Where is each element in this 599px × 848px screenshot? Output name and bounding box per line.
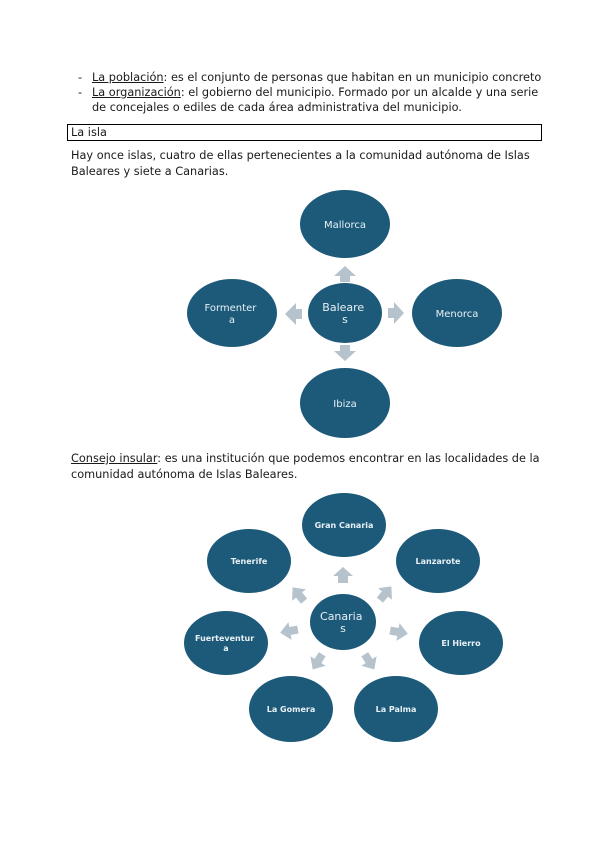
bullet-term: La población: [92, 71, 164, 84]
diagram-canarias: Canaria s Gran Canaria Lanzarote El Hier…: [184, 493, 503, 742]
arrow-up: [334, 266, 356, 282]
node-menorca: [412, 279, 502, 347]
paragraph-islas: Hay once islas, cuatro de ellas pertenec…: [71, 149, 530, 178]
node-lanzarote: [396, 529, 480, 593]
node-ibiza: [300, 368, 390, 438]
bullet-text: : es el conjunto de personas que habitan…: [163, 71, 542, 84]
arrow-to-el-hierro: [389, 623, 408, 641]
node-baleares-center: [308, 283, 382, 343]
paragraph-consejo-insular: Consejo insular: es una institución que …: [71, 451, 541, 483]
arrow-to-tenerife: [292, 587, 308, 604]
label-baleares-center: Baleare s: [322, 301, 367, 326]
bullet-term: La organización: [92, 86, 181, 99]
label-lanzarote: Lanzarote: [416, 557, 462, 566]
node-canarias-center: [310, 594, 376, 650]
arrow-down: [334, 345, 356, 361]
section-heading: La isla: [67, 124, 542, 141]
arrow-to-fuerteventura: [280, 622, 299, 640]
label-mallorca: Mallorca: [324, 220, 366, 231]
diagram-baleares: Baleare s Mallorca Menorca Ibiza Forment…: [187, 190, 502, 438]
node-tenerife: [207, 529, 291, 593]
arrow-to-la-palma: [361, 652, 377, 670]
node-mallorca: [300, 190, 390, 258]
node-fuerteventura: [184, 611, 268, 675]
label-tenerife: Tenerife: [231, 557, 268, 566]
bullet-organizacion: - La organización: el gobierno del munic…: [78, 85, 548, 115]
arrow-right: [388, 302, 404, 324]
arrow-to-la-gomera: [310, 652, 326, 670]
node-el-hierro: [419, 611, 503, 675]
label-menorca: Menorca: [436, 309, 479, 320]
node-la-palma: [354, 676, 438, 742]
bullet-poblacion: - La población: es el conjunto de person…: [78, 70, 548, 85]
node-gran-canaria: [302, 493, 386, 557]
bullet-list: - La población: es el conjunto de person…: [78, 70, 548, 115]
arrow-left: [285, 303, 302, 325]
label-la-gomera: La Gomera: [267, 705, 315, 714]
label-el-hierro: El Hierro: [441, 639, 481, 648]
label-formentera: Formenter a: [204, 303, 259, 326]
paragraph-term: Consejo insular: [71, 452, 158, 465]
label-gran-canaria: Gran Canaria: [315, 521, 374, 530]
bullet-text: : el gobierno del municipio. Formado por…: [92, 86, 539, 114]
arrow-to-lanzarote: [376, 586, 392, 603]
bullet-dash: -: [78, 86, 83, 99]
paragraph-text: : es una institución que podemos encontr…: [71, 452, 540, 481]
node-la-gomera: [249, 676, 333, 742]
bullet-dash: -: [78, 71, 83, 84]
label-canarias-center: Canaria s: [320, 610, 366, 635]
node-formentera: [187, 279, 277, 347]
arrow-to-gran-canaria: [333, 567, 353, 583]
label-fuerteventura: Fuerteventur a: [195, 634, 257, 653]
label-ibiza: Ibiza: [333, 399, 356, 410]
label-la-palma: La Palma: [376, 705, 417, 714]
